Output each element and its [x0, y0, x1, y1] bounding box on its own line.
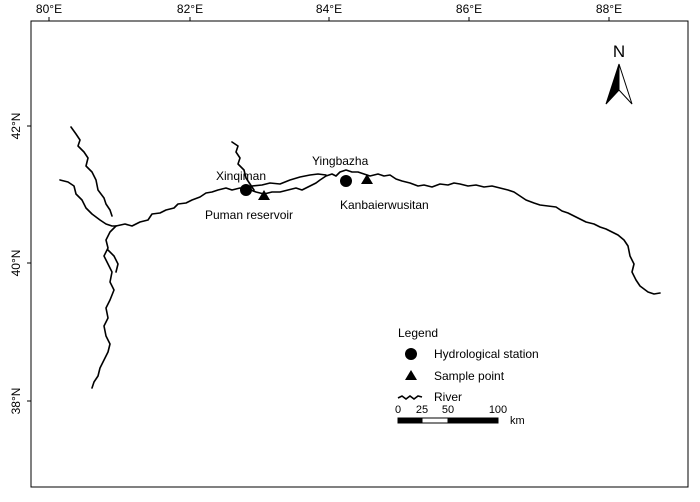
y-tick-label: 38°N — [9, 388, 23, 415]
scale-label: 50 — [442, 404, 454, 416]
river-network — [59, 126, 661, 389]
north-arrow-icon: N — [605, 42, 633, 105]
puman-sample-marker — [258, 190, 270, 200]
label-yingbazha: Yingbazha — [312, 154, 369, 168]
legend-river-label: River — [434, 390, 462, 404]
x-tick-label: 80°E — [36, 2, 62, 16]
scale-label: 25 — [416, 404, 428, 416]
label-xinqiman: Xinqiman — [216, 169, 266, 183]
yingbazha-station-marker — [340, 175, 352, 187]
y-axis-ticks: 42°N 40°N 38°N — [9, 113, 31, 415]
x-tick-label: 86°E — [456, 2, 482, 16]
legend-title: Legend — [398, 326, 438, 340]
side-branch — [107, 249, 119, 273]
scale-label: 0 — [395, 404, 401, 416]
legend-river-symbol — [397, 395, 423, 400]
yarkant-river — [91, 225, 117, 389]
north-channel — [251, 173, 327, 187]
xinqiman-station-marker — [240, 184, 252, 196]
legend-hydro-label: Hydrological station — [434, 347, 539, 361]
map-frame — [30, 20, 689, 488]
x-tick-label: 88°E — [596, 2, 622, 16]
label-puman-reservoir: Puman reservoir — [205, 208, 293, 222]
tributary-north — [59, 179, 117, 227]
legend-sample-label: Sample point — [434, 369, 505, 383]
y-tick-label: 42°N — [9, 113, 23, 140]
legend-sample-symbol — [405, 370, 417, 380]
legend-hydro-symbol — [405, 348, 417, 360]
main-river — [115, 169, 661, 295]
scale-bar: 0 25 50 100 km — [395, 404, 525, 427]
x-axis-ticks: 80°E 82°E 84°E 86°E 88°E — [36, 2, 622, 21]
scale-label: 100 — [489, 404, 507, 416]
x-tick-label: 82°E — [177, 2, 203, 16]
north-label: N — [613, 42, 625, 61]
legend: Legend Hydrological station Sample point… — [397, 326, 539, 404]
x-tick-label: 84°E — [316, 2, 342, 16]
scale-unit: km — [510, 415, 525, 427]
y-tick-label: 40°N — [9, 250, 23, 277]
label-kanbaierwusitan: Kanbaierwusitan — [340, 198, 429, 212]
weigan-river — [231, 141, 255, 191]
kanbaierwusitan-sample-marker — [361, 174, 373, 184]
aksu-river — [70, 126, 113, 217]
